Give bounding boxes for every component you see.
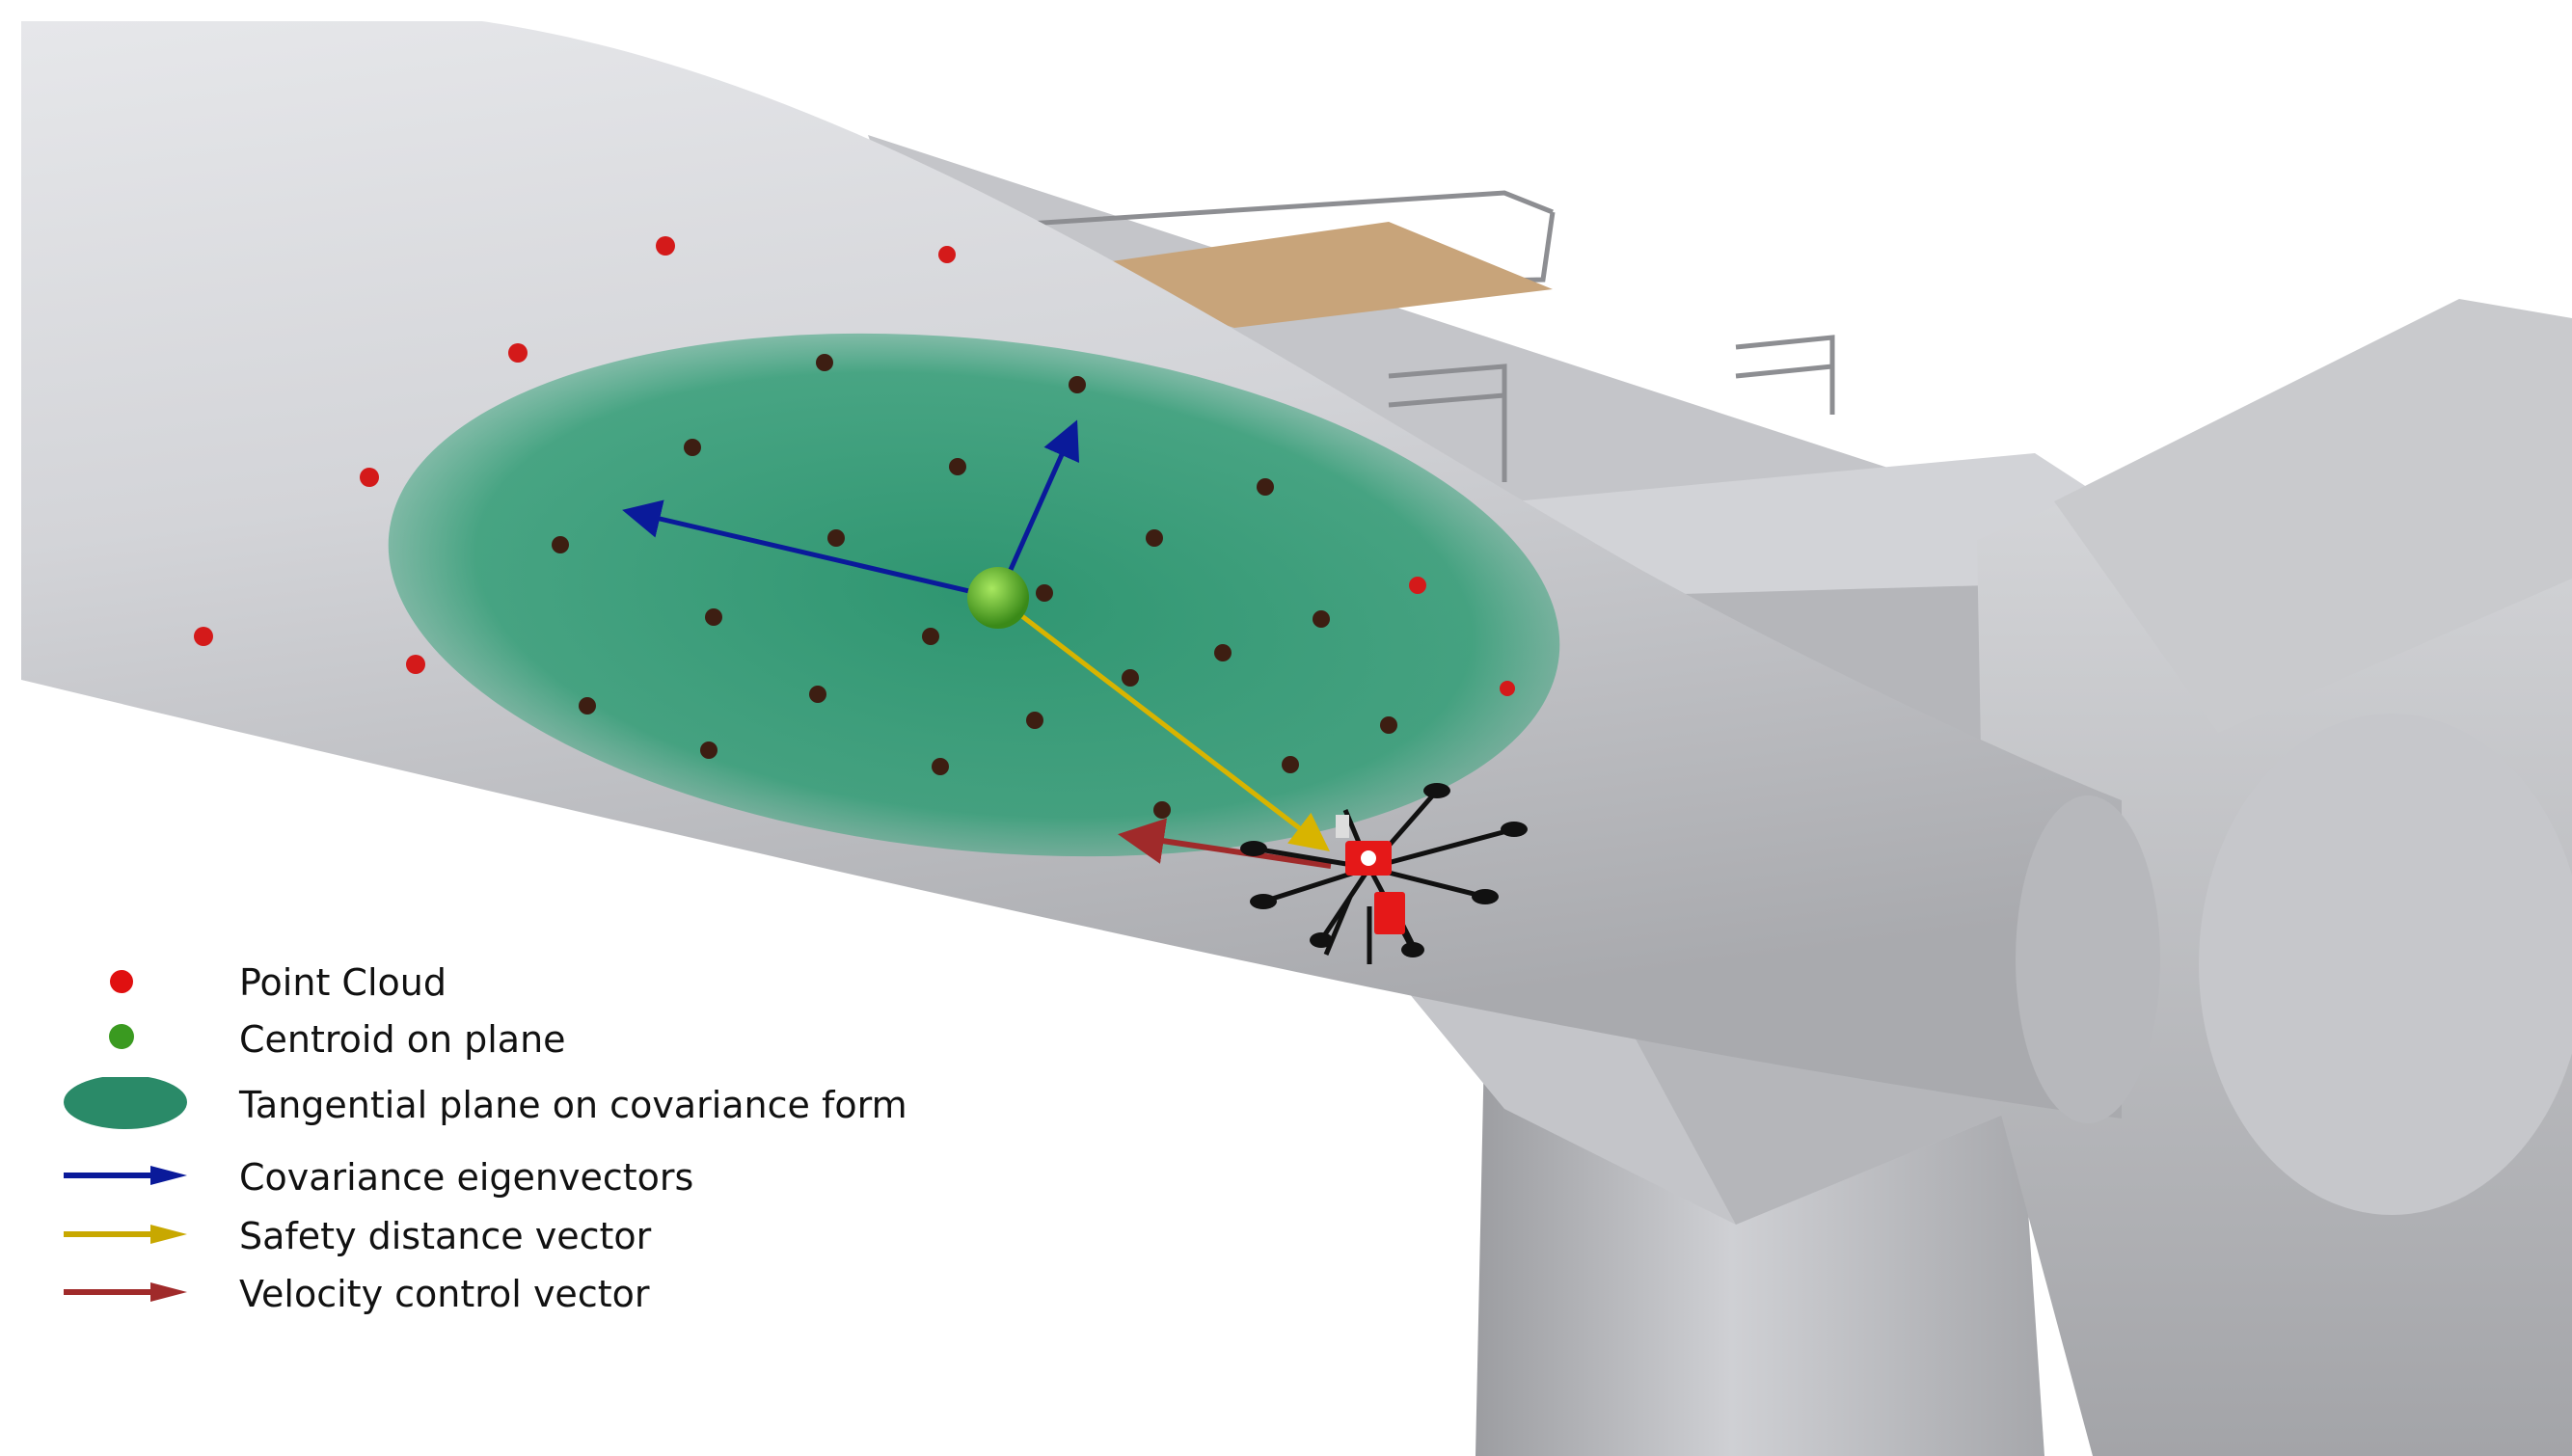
velocity-control-vector xyxy=(1118,818,1332,869)
legend-label: Centroid on plane xyxy=(239,1018,566,1061)
blue-arrow-icon xyxy=(64,1166,187,1185)
green-ellipse-icon xyxy=(64,1077,187,1129)
point xyxy=(1409,577,1426,594)
eigenvector-arrows xyxy=(622,419,1080,601)
point xyxy=(1313,610,1330,628)
point xyxy=(508,343,528,363)
point xyxy=(194,627,213,646)
point xyxy=(809,686,826,703)
eigenvector-minor xyxy=(995,419,1080,600)
point xyxy=(1214,644,1232,661)
point xyxy=(552,536,569,553)
legend-item-safety: Safety distance vector xyxy=(58,1208,1022,1266)
legend-item-plane: Tangential plane on covariance form xyxy=(58,1077,1022,1135)
point xyxy=(1069,376,1086,393)
point xyxy=(1153,801,1171,819)
point xyxy=(938,246,956,263)
point xyxy=(406,655,425,674)
point xyxy=(922,628,939,645)
point xyxy=(1122,669,1139,687)
point xyxy=(932,758,949,775)
yellow-arrow-icon xyxy=(64,1225,187,1244)
point xyxy=(1146,529,1163,547)
point xyxy=(1036,584,1053,602)
red-dot-icon xyxy=(110,970,133,993)
legend-label: Velocity control vector xyxy=(239,1273,650,1315)
plane-points xyxy=(552,354,1397,819)
point xyxy=(816,354,833,371)
point xyxy=(656,236,675,256)
centroid xyxy=(967,567,1029,629)
safety-distance-vector xyxy=(996,596,1330,852)
point xyxy=(684,439,701,456)
point xyxy=(579,697,596,715)
point xyxy=(1380,716,1397,734)
point xyxy=(700,741,717,759)
legend-item-centroid: Centroid on plane xyxy=(58,1011,1022,1069)
drone-icon xyxy=(1240,783,1528,964)
legend-label: Tangential plane on covariance form xyxy=(239,1084,907,1126)
point xyxy=(827,529,845,547)
rotor-hub xyxy=(1977,299,2572,1456)
legend-item-velocity: Velocity control vector xyxy=(58,1266,1022,1324)
eigenvector-major xyxy=(622,499,999,601)
point xyxy=(1026,712,1043,729)
point-cloud-outliers xyxy=(194,236,1515,696)
legend-label: Safety distance vector xyxy=(239,1215,652,1257)
red-arrow-icon xyxy=(64,1282,187,1302)
point xyxy=(949,458,966,475)
legend-item-point-cloud: Point Cloud xyxy=(58,955,1022,1012)
legend-item-eigenvectors: Covariance eigenvectors xyxy=(58,1149,1022,1207)
legend-label: Covariance eigenvectors xyxy=(239,1156,694,1199)
point xyxy=(360,468,379,487)
point xyxy=(1282,756,1299,773)
point xyxy=(705,608,722,626)
point xyxy=(1257,478,1274,496)
legend-label: Point Cloud xyxy=(239,961,447,1004)
point xyxy=(1500,681,1515,696)
green-dot-icon xyxy=(109,1024,134,1049)
